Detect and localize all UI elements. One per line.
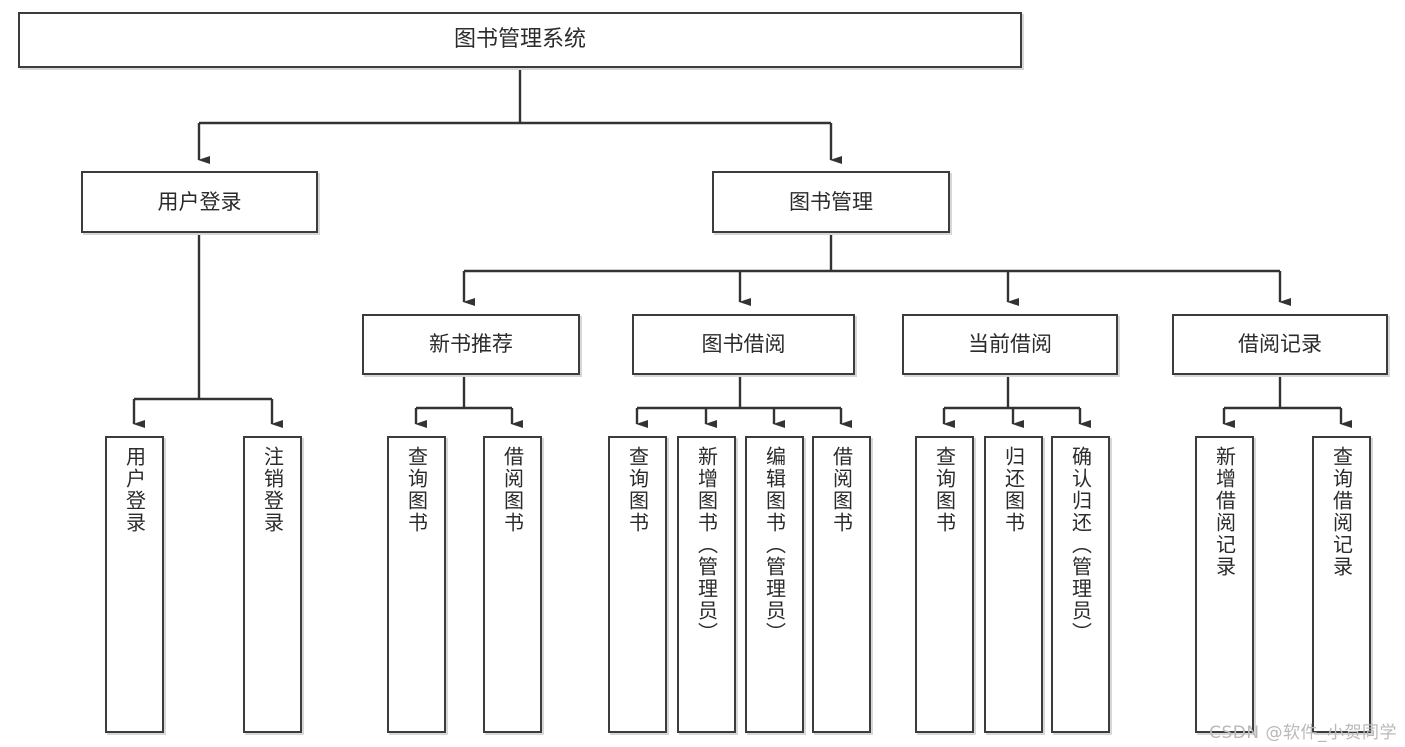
node-leaf-add-record[interactable]: 新增借阅记录: [1195, 436, 1254, 733]
node-leaf-borrow-book-2[interactable]: 借阅图书: [812, 436, 871, 733]
node-leaf-borrow-book-2-label: 借阅图书: [829, 446, 854, 534]
node-user-login-label: 用户登录: [157, 189, 242, 214]
node-book-management-label: 图书管理: [789, 189, 873, 214]
node-leaf-query-book-2[interactable]: 查询图书: [608, 436, 667, 733]
connector-group-current-borrow: [942, 375, 1091, 428]
connector-group-book-borrow: [635, 375, 852, 428]
connector-group-borrow-record: [1222, 375, 1352, 428]
node-leaf-borrow-book-1-label: 借阅图书: [500, 446, 525, 534]
node-leaf-return-book[interactable]: 归还图书: [984, 436, 1043, 733]
node-new-book-recommend-label: 新书推荐: [429, 332, 513, 357]
node-leaf-query-book-1[interactable]: 查询图书: [387, 436, 446, 733]
node-root[interactable]: 图书管理系统: [18, 12, 1022, 68]
node-book-borrow-label: 图书借阅: [701, 332, 786, 357]
connector-group-user-login: [132, 233, 283, 428]
node-leaf-edit-book[interactable]: 编辑图书（管理员）: [745, 436, 804, 733]
node-leaf-user-login[interactable]: 用户登录: [105, 436, 164, 733]
node-leaf-query-book-3[interactable]: 查询图书: [915, 436, 974, 733]
node-leaf-return-book-label: 归还图书: [1001, 446, 1026, 534]
connector-group-book-management: [462, 233, 1291, 306]
node-leaf-query-record[interactable]: 查询借阅记录: [1312, 436, 1371, 733]
node-leaf-confirm-return-label: 确认归还（管理员）: [1068, 446, 1093, 644]
node-borrow-record-label: 借阅记录: [1238, 332, 1322, 357]
node-leaf-add-book[interactable]: 新增图书（管理员）: [677, 436, 736, 733]
node-book-borrow[interactable]: 图书借阅: [632, 314, 855, 375]
node-current-borrow[interactable]: 当前借阅: [902, 314, 1118, 375]
node-borrow-record[interactable]: 借阅记录: [1172, 314, 1388, 375]
node-leaf-user-logout[interactable]: 注销登录: [243, 436, 302, 733]
node-book-management[interactable]: 图书管理: [712, 171, 950, 233]
node-leaf-query-book-1-label: 查询图书: [404, 446, 429, 534]
node-new-book-recommend[interactable]: 新书推荐: [362, 314, 580, 375]
connector-group-root: [197, 68, 842, 164]
node-leaf-query-record-label: 查询借阅记录: [1329, 446, 1354, 578]
node-leaf-add-record-label: 新增借阅记录: [1212, 446, 1237, 578]
node-leaf-add-book-label: 新增图书（管理员）: [694, 446, 719, 644]
node-leaf-edit-book-label: 编辑图书（管理员）: [762, 446, 787, 644]
node-leaf-user-logout-label: 注销登录: [260, 446, 285, 534]
node-current-borrow-label: 当前借阅: [968, 332, 1052, 357]
node-leaf-user-login-label: 用户登录: [122, 446, 147, 534]
node-root-label: 图书管理系统: [453, 27, 586, 53]
node-leaf-confirm-return[interactable]: 确认归还（管理员）: [1051, 436, 1110, 733]
node-leaf-query-book-2-label: 查询图书: [625, 446, 650, 534]
watermark-text: CSDN @软件_小贺同学: [1209, 723, 1397, 743]
node-leaf-borrow-book-1[interactable]: 借阅图书: [483, 436, 542, 733]
node-leaf-query-book-3-label: 查询图书: [932, 446, 957, 534]
connector-group-new-book-recommend: [414, 375, 523, 428]
node-user-login[interactable]: 用户登录: [81, 171, 318, 233]
